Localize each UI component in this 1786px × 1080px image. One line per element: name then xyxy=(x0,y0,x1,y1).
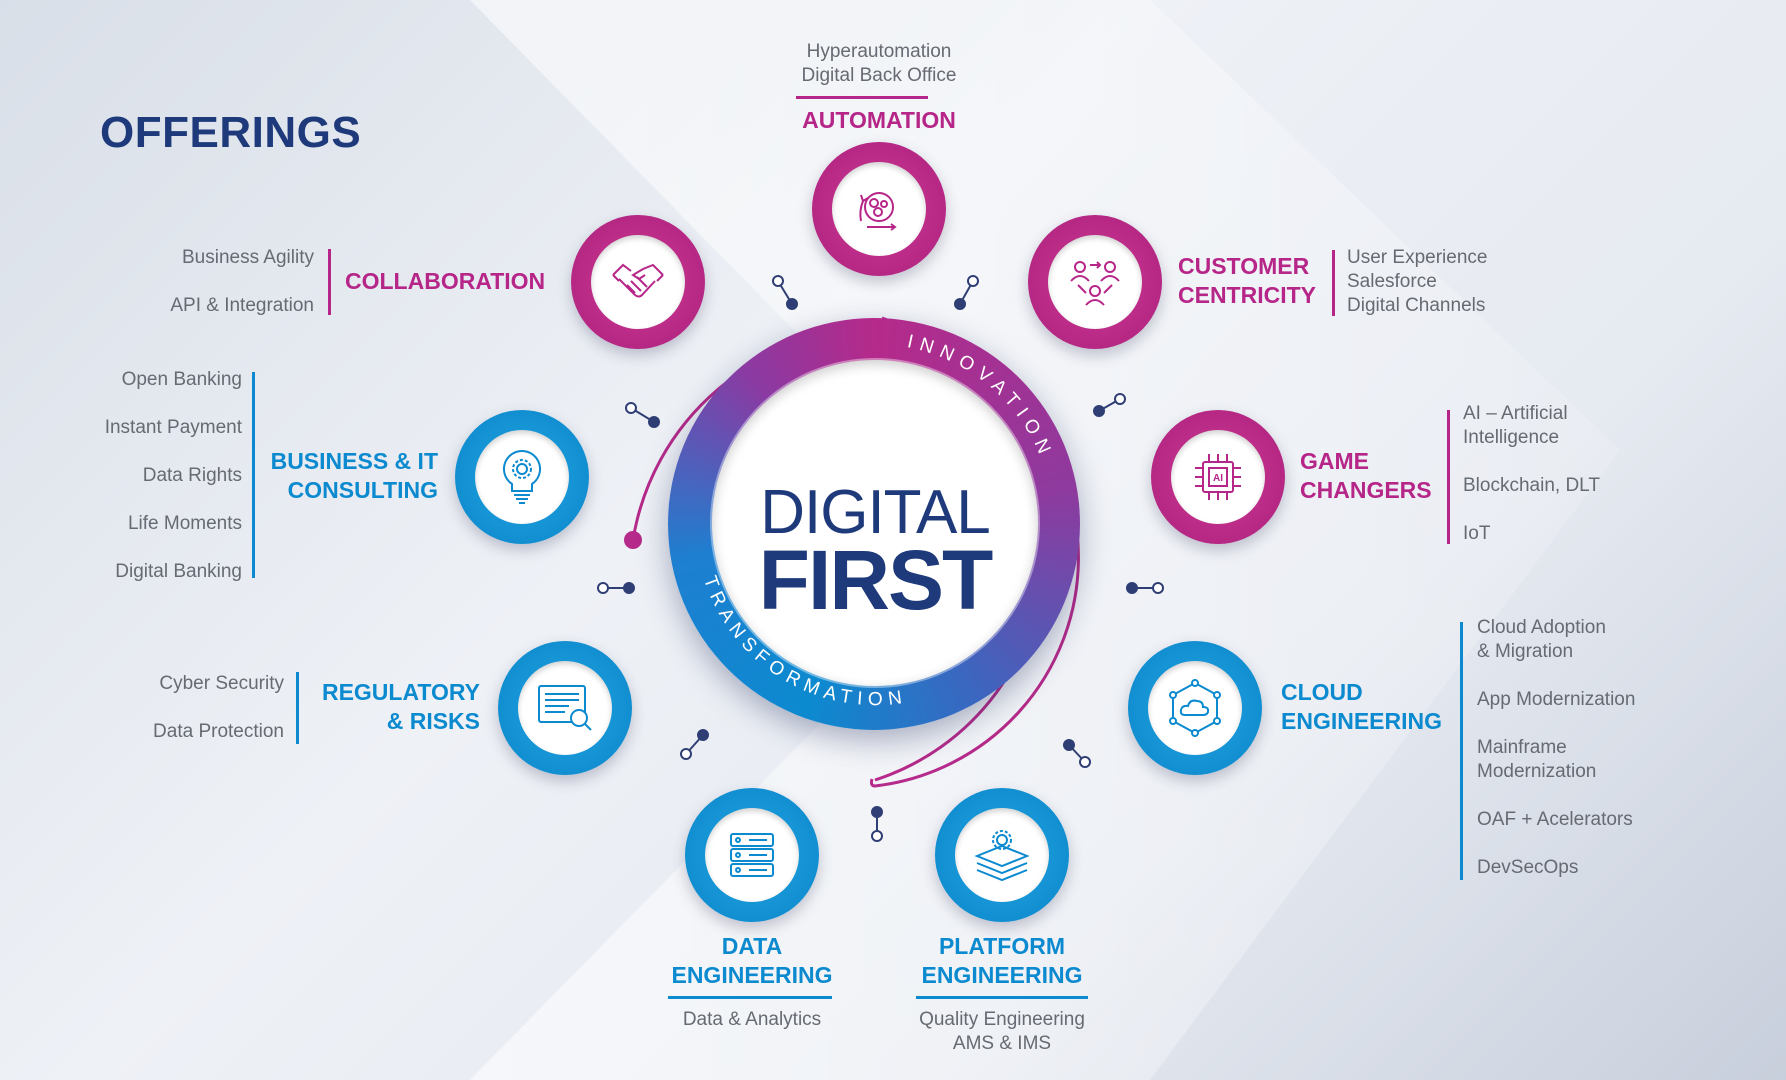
collaboration-item-1: Business Agility xyxy=(181,247,314,268)
cloud-engineering-item-5: Modernization xyxy=(1477,761,1597,782)
cloud-engineering-item-6: OAF + Acelerators xyxy=(1477,809,1633,830)
customer-centricity-item-3: Digital Channels xyxy=(1347,295,1486,316)
data-engineering-node[interactable] xyxy=(685,788,819,922)
regulatory-item-1: Cyber Security xyxy=(159,673,284,694)
cloud-engineering-divider xyxy=(1460,622,1463,880)
consulting-item-2: Instant Payment xyxy=(104,417,242,438)
cloud-engineering-item-1: Cloud Adoption xyxy=(1477,617,1606,638)
game-changers-node[interactable]: AI xyxy=(1151,410,1285,544)
layers-gear-icon xyxy=(974,830,1030,882)
data-engineering-label-1: DATA xyxy=(721,933,783,959)
collaboration-label: COLLABORATION xyxy=(345,268,546,294)
cloud-engineering-item-7: DevSecOps xyxy=(1477,857,1579,878)
page-title: OFFERINGS xyxy=(100,108,362,157)
cloud-network-icon xyxy=(1169,679,1221,737)
lightbulb-gear-icon xyxy=(502,449,542,504)
collaboration-node[interactable] xyxy=(571,215,705,349)
game-changers-label-2: CHANGERS xyxy=(1300,477,1432,503)
gears-cycle-icon xyxy=(859,192,897,231)
data-engineering-label-2: ENGINEERING xyxy=(671,962,833,988)
cloud-engineering-label-2: ENGINEERING xyxy=(1281,708,1443,734)
data-engineering-divider xyxy=(668,996,832,999)
consulting-label-1: BUSINESS & IT xyxy=(270,448,438,474)
platform-engineering-label-2: ENGINEERING xyxy=(921,962,1083,988)
consulting-divider xyxy=(252,372,255,578)
consulting-label-2: CONSULTING xyxy=(287,477,438,503)
regulatory-label-2: & RISKS xyxy=(386,708,480,734)
regulatory-node[interactable] xyxy=(498,641,632,775)
connectors xyxy=(597,275,1164,842)
automation-node[interactable] xyxy=(812,142,946,276)
orbit-dot xyxy=(624,531,642,549)
consulting-item-5: Digital Banking xyxy=(115,561,242,582)
cloud-engineering-node[interactable] xyxy=(1128,641,1262,775)
automation-item-1: Hyperautomation xyxy=(806,41,952,62)
consulting-item-4: Life Moments xyxy=(127,513,242,534)
handshake-icon xyxy=(612,263,664,298)
collaboration-divider xyxy=(328,249,331,315)
data-engineering-item-1: Data & Analytics xyxy=(682,1009,822,1030)
game-changers-item-1: AI – Artificial xyxy=(1463,403,1568,424)
collaboration-item-2: API & Integration xyxy=(170,295,314,316)
platform-engineering-divider xyxy=(916,996,1088,999)
customer-centricity-item-2: Salesforce xyxy=(1347,271,1437,292)
center-title-line1: DIGITAL xyxy=(760,478,991,547)
customer-centricity-divider xyxy=(1332,250,1335,316)
platform-engineering-node[interactable] xyxy=(935,788,1069,922)
customer-centricity-node[interactable] xyxy=(1028,215,1162,349)
customer-centricity-label-1: CUSTOMER xyxy=(1178,253,1310,279)
consulting-item-3: Data Rights xyxy=(142,465,242,486)
game-changers-label-1: GAME xyxy=(1300,448,1369,474)
center-disc xyxy=(712,360,1038,686)
database-server-icon xyxy=(730,833,774,877)
cloud-engineering-item-4: Mainframe xyxy=(1477,737,1567,758)
regulatory-label-1: REGULATORY xyxy=(321,679,480,705)
document-search-icon xyxy=(538,685,592,731)
regulatory-divider xyxy=(296,672,299,744)
cloud-engineering-label-1: CLOUD xyxy=(1281,679,1363,705)
game-changers-item-2: Intelligence xyxy=(1463,427,1560,448)
cloud-engineering-item-3: App Modernization xyxy=(1477,689,1636,710)
game-changers-item-4: IoT xyxy=(1463,523,1491,544)
regulatory-item-2: Data Protection xyxy=(153,721,284,742)
platform-engineering-item-2: AMS & IMS xyxy=(952,1033,1052,1054)
automation-divider xyxy=(796,96,928,99)
ai-chip-icon: AI xyxy=(1195,454,1241,500)
automation-label: AUTOMATION xyxy=(802,107,956,133)
game-changers-item-3: Blockchain, DLT xyxy=(1463,475,1600,496)
svg-text:AI: AI xyxy=(1213,473,1223,484)
consulting-node[interactable] xyxy=(455,410,589,544)
center-title-line2: FIRST xyxy=(758,533,994,627)
consulting-item-1: Open Banking xyxy=(121,369,242,390)
customer-centricity-label-2: CENTRICITY xyxy=(1178,282,1316,308)
people-cycle-icon xyxy=(1070,261,1120,306)
game-changers-divider xyxy=(1447,410,1450,544)
platform-engineering-label-1: PLATFORM xyxy=(938,933,1066,959)
automation-item-2: Digital Back Office xyxy=(801,65,957,86)
platform-engineering-item-1: Quality Engineering xyxy=(919,1009,1085,1030)
cloud-engineering-item-2: & Migration xyxy=(1477,641,1574,662)
customer-centricity-item-1: User Experience xyxy=(1347,247,1488,268)
